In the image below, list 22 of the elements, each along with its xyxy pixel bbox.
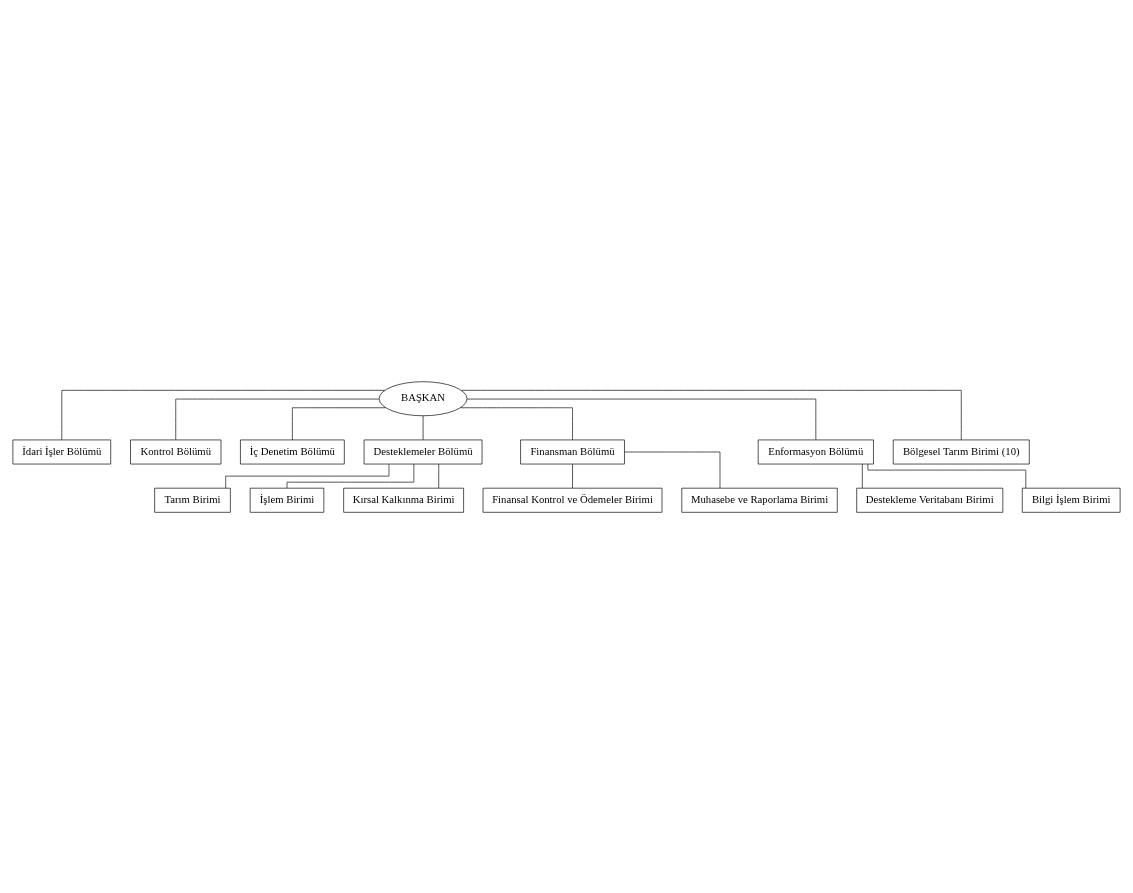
node-ellipse: BAŞKAN — [378, 380, 468, 416]
node-box: İşlem Birimi — [249, 487, 325, 513]
connector — [624, 451, 721, 488]
node-box: Desteklemeler Bölümü — [363, 439, 483, 464]
node-box: Bölgesel Tarım Birimi (10) — [892, 439, 1030, 464]
node-box: Finansal Kontrol ve Ödemeler Birimi — [482, 487, 663, 513]
node-box: İdari İşler Bölümü — [12, 439, 112, 464]
connector — [461, 389, 962, 440]
connector — [572, 463, 573, 488]
node-box: İç Denetim Bölümü — [240, 439, 345, 464]
connector — [460, 406, 573, 440]
connector — [292, 406, 386, 440]
node-box: Tarım Birimi — [154, 487, 231, 513]
node-box: Destekleme Veritabanı Birimi — [856, 487, 1004, 513]
connector — [61, 389, 385, 440]
node-box: Kırsal Kalkınma Birimi — [343, 487, 464, 513]
node-box: Enformasyon Bölümü — [757, 439, 874, 464]
connector — [466, 398, 817, 440]
node-box: Kontrol Bölümü — [130, 439, 222, 464]
node-box: Bilgi İşlem Birimi — [1021, 487, 1121, 513]
node-box: Muhasebe ve Raporlama Birimi — [681, 487, 838, 513]
node-box: Finansman Bölümü — [520, 439, 625, 464]
